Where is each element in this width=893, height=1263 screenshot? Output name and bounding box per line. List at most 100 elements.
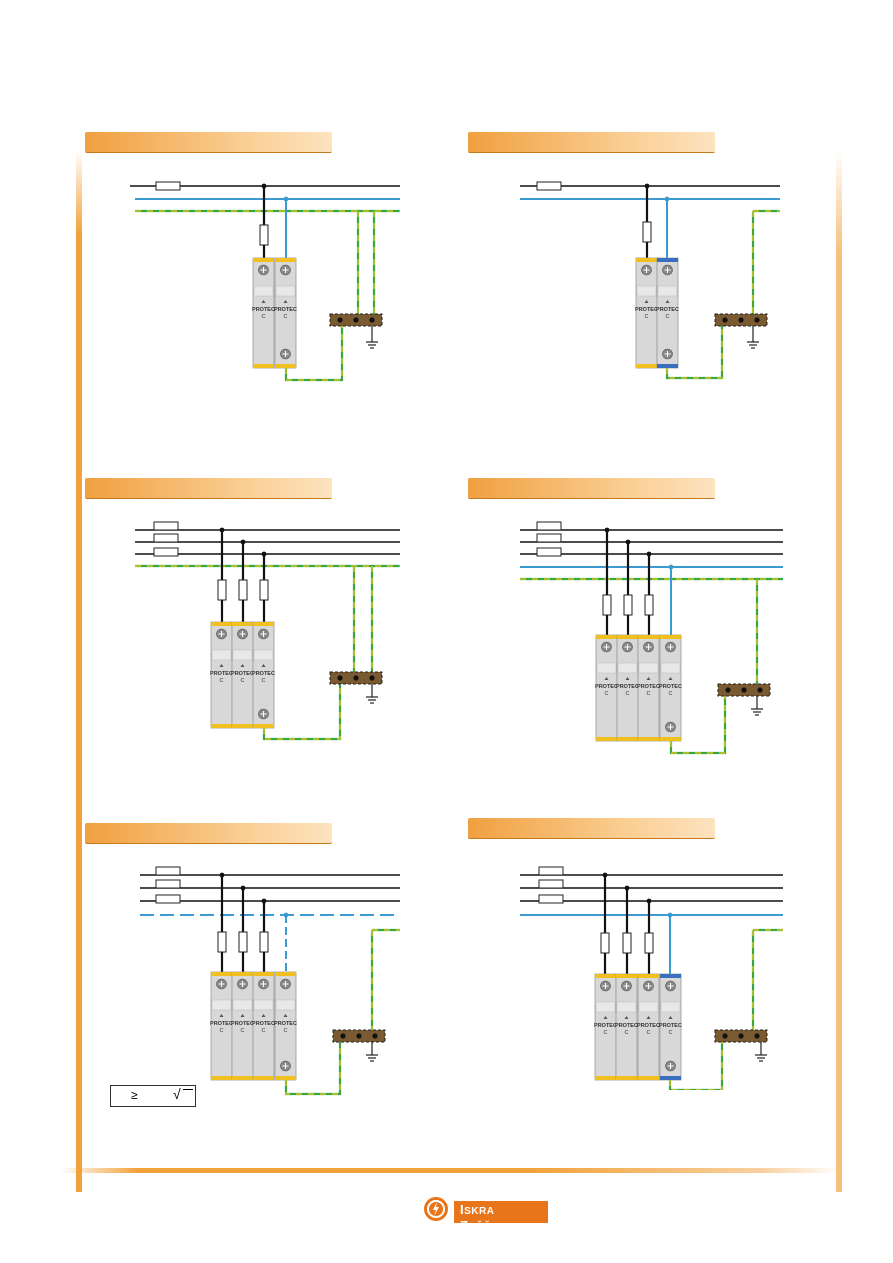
fuse-icon <box>623 594 633 616</box>
spd-module-window <box>617 662 638 674</box>
terminal-bolt <box>356 1033 362 1039</box>
warning-triangle-icon <box>625 677 630 680</box>
spd-module-top-cap <box>595 974 616 978</box>
spd-module-window <box>657 285 678 297</box>
pe-module-return <box>262 678 342 741</box>
spd-module-bottom-cap <box>616 1076 637 1080</box>
fuse-icon <box>217 579 227 601</box>
page-frame-right <box>836 150 842 1192</box>
spd-module-label-sub: C <box>669 1030 673 1036</box>
spd-module-label: PROTEC <box>656 307 679 313</box>
spd-module-window <box>253 649 274 661</box>
spd-module-label-sub: C <box>241 678 245 684</box>
section-header-3 <box>85 478 332 499</box>
spd-module-label: PROTEC <box>659 684 682 690</box>
spd-module-top-cap <box>211 972 232 976</box>
section-header-4 <box>468 478 715 499</box>
greater-equal-symbol: ≥ <box>131 1088 138 1102</box>
spd-module-window <box>275 285 296 297</box>
spd-module-top-cap <box>616 974 637 978</box>
spd-module-label-sub: C <box>647 1030 651 1036</box>
spd-module-label: PROTEC <box>231 671 254 677</box>
spd-module-bottom-cap <box>596 737 617 741</box>
spd-module-window <box>253 285 274 297</box>
spd-module-label: PROTEC <box>659 1023 682 1029</box>
spd-module-window <box>638 662 659 674</box>
spd-module-window <box>275 999 296 1011</box>
spd-module-window <box>253 999 274 1011</box>
spd-module-label-sub: C <box>262 678 266 684</box>
terminal-bolt <box>738 317 744 323</box>
spd-module-label-sub: C <box>284 1028 288 1034</box>
spd-module-window <box>638 1001 659 1013</box>
fuse-icon <box>259 579 269 601</box>
terminal-bolt <box>738 1033 744 1039</box>
spd-module-label: PROTEC <box>252 307 275 313</box>
spd-module-bottom-cap <box>617 737 638 741</box>
spd-module-top-cap <box>253 622 274 626</box>
spd-module-bottom-cap <box>253 1076 274 1080</box>
fuse-icon <box>600 932 610 954</box>
spd-module-bottom-cap <box>275 1076 296 1080</box>
terminal-bolt <box>372 1033 378 1039</box>
spd-module-window <box>595 1001 616 1013</box>
spd-module-label-sub: C <box>666 314 670 320</box>
spd-module-top-cap <box>638 635 659 639</box>
square-root-symbol: √ <box>173 1086 193 1102</box>
spd-module-label-sub: C <box>604 1030 608 1036</box>
spd-module-bottom-cap <box>253 364 274 368</box>
spd-module-window <box>660 1001 681 1013</box>
spd-module-bottom-cap <box>660 1076 681 1080</box>
spd-module-label-sub: C <box>669 691 673 697</box>
fuse-icon <box>622 932 632 954</box>
warning-triangle-icon <box>240 1014 245 1017</box>
spd-module-bottom-cap <box>638 737 659 741</box>
warning-triangle-icon <box>240 664 245 667</box>
terminal-bolt <box>369 675 375 681</box>
spd-module-label-sub: C <box>220 678 224 684</box>
fuse-icon <box>602 594 612 616</box>
spd-module-label: PROTEC <box>252 1021 275 1027</box>
terminal-bolt <box>353 317 359 323</box>
warning-triangle-icon <box>261 300 266 303</box>
warning-triangle-icon <box>261 664 266 667</box>
spd-module-label: PROTEC <box>210 1021 233 1027</box>
spd-module-label: PROTEC <box>637 684 660 690</box>
spd-module-top-cap <box>253 258 274 262</box>
spd-module-label-sub: C <box>645 314 649 320</box>
pe-module-return-stripe <box>669 1036 723 1090</box>
condition-note-box: ≥ √ <box>110 1085 196 1107</box>
pe-module-return-stripe <box>666 320 723 379</box>
spd-module-bottom-cap <box>253 724 274 728</box>
spd-module-top-cap <box>211 622 232 626</box>
section-header-5 <box>85 823 332 844</box>
spd-module-bottom-cap <box>657 364 678 368</box>
terminal-bolt <box>337 317 343 323</box>
spd-module-label: PROTEC <box>594 1023 617 1029</box>
supply-fuse-icon <box>536 181 562 191</box>
lightning-logo-icon <box>424 1197 448 1221</box>
pe-module-return-stripe <box>670 690 726 754</box>
spd-module-top-cap <box>660 974 681 978</box>
spd-module-top-cap <box>617 635 638 639</box>
supply-fuse-icon <box>538 866 564 876</box>
terminal-bolt <box>741 687 747 693</box>
spd-module-bottom-cap <box>636 364 657 368</box>
spd-module-label: PROTEC <box>635 307 658 313</box>
fuse-icon <box>644 932 654 954</box>
spd-module-bottom-cap <box>211 1076 232 1080</box>
warning-triangle-icon <box>219 1014 224 1017</box>
spd-module-label: PROTEC <box>274 1021 297 1027</box>
supply-fuse-icon <box>155 866 181 876</box>
